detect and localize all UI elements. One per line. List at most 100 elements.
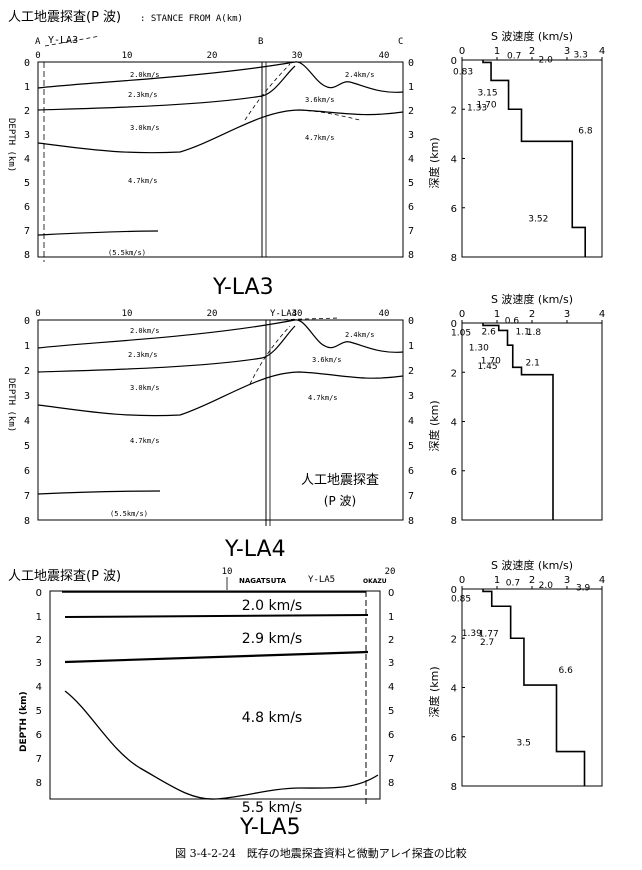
la4-dtick-l0: 0 xyxy=(24,316,30,327)
la3-section-frame xyxy=(37,61,404,258)
la4-dtick-r8: 8 xyxy=(408,516,414,527)
la4-dtick-r3: 3 xyxy=(408,391,414,402)
s-profile-xtick-label: 2 xyxy=(529,309,535,320)
la4-dtick-r1: 1 xyxy=(408,341,414,352)
la4-vel-7: (5.5km/s) xyxy=(110,510,148,518)
la4-line-name: Y-LA4 xyxy=(270,309,297,319)
la5-dtick-l0: 0 xyxy=(36,588,42,599)
s-profile-annotation: 0.83 xyxy=(453,67,473,77)
s-profile-annotation: 2.0 xyxy=(539,581,554,591)
s-profile-annotation: 3.52 xyxy=(528,214,548,224)
s-profile-ylabel: 深度 (km) xyxy=(427,400,441,451)
la4-dtick-l3: 3 xyxy=(24,391,30,402)
la5-boundary-2 xyxy=(64,650,369,664)
s-profile-annotation: 1.1 xyxy=(516,327,530,337)
s-profile-annotation: 1.77 xyxy=(479,629,499,639)
s-profile-step-line xyxy=(482,589,586,786)
la5-vel-3: 5.5 km/s xyxy=(242,800,302,816)
s-profile-ytick-label: 6 xyxy=(451,733,457,744)
s-profile-xtick-label: 0 xyxy=(459,575,465,586)
s-profile-frame xyxy=(461,588,603,787)
la4-dtick-r2: 2 xyxy=(408,366,414,377)
la3-line-trace xyxy=(44,35,101,47)
la4-velocity-labels: 2.0km/s 2.4km/s 2.3km/s 3.6km/s 3.0km/s … xyxy=(110,327,375,518)
la4-depth-ticks-left: 0 1 2 3 4 5 6 7 8 xyxy=(24,316,30,527)
s-profile-annotation: 1.39 xyxy=(462,629,482,639)
la5-dtick-l4: 4 xyxy=(36,682,42,693)
la4-vel-1: 2.4km/s xyxy=(345,331,375,339)
la3-vel-5: 4.7km/s xyxy=(305,134,335,142)
la5-xtick-10: 10 xyxy=(222,567,233,577)
la5-depth-ticks-left: 0 1 2 3 4 5 6 7 8 xyxy=(36,588,42,789)
s-profile-xtick-label: 3 xyxy=(564,309,570,320)
la3-point-b: B xyxy=(258,37,263,47)
la5-vel-0: 2.0 km/s xyxy=(242,598,302,614)
la5-velocity-labels: 2.0 km/s 2.9 km/s 4.8 km/s 5.5 km/s xyxy=(242,598,302,816)
la3-section-label: Y-LA3 xyxy=(212,275,274,300)
s-profile-ytick-label: 0 xyxy=(451,585,457,596)
figure-caption: 図 3-4-2-24 既存の地震探査資料と微動アレイ探査の比較 xyxy=(175,846,467,860)
la4-xtick-10: 10 xyxy=(122,309,133,319)
s-profile-annotation: 2.1 xyxy=(526,358,540,368)
s-profile-annotation: 1.30 xyxy=(469,343,489,353)
la3-xtick-0: 0 xyxy=(35,51,40,61)
la3-depth-ticks-left: 0 1 2 3 4 5 6 7 8 xyxy=(24,58,30,261)
la5-dtick-l7: 7 xyxy=(36,754,42,765)
la3-dtick-l7: 7 xyxy=(24,226,30,237)
s-profile-annotation: 3.15 xyxy=(478,88,498,98)
la4-xtick-0: 0 xyxy=(35,309,40,319)
la3-vel-1: 2.4km/s xyxy=(345,71,375,79)
la5-xtick-20: 20 xyxy=(385,567,396,577)
la3-boundary-4 xyxy=(37,230,159,236)
la3-dtick-l5: 5 xyxy=(24,178,30,189)
la3-dtick-r4: 4 xyxy=(408,154,414,165)
s-profile-xtick-label: 0 xyxy=(459,46,465,57)
la3-vel-3: 3.6km/s xyxy=(305,96,335,104)
la3-boundary-3 xyxy=(37,109,404,154)
la3-depth-ticks-right: 0 1 2 3 4 5 6 7 8 xyxy=(408,58,414,261)
la4-boundary-dashed-1 xyxy=(249,325,291,385)
s-profile-annotation: 1.70 xyxy=(481,356,501,366)
la4-boundary-4 xyxy=(37,490,161,495)
s-profile-title: S 波速度 (km/s) xyxy=(491,558,573,572)
la5-dtick-r6: 6 xyxy=(388,730,394,741)
la4-vel-6: 4.7km/s xyxy=(130,437,160,445)
la3-dtick-r1: 1 xyxy=(408,82,414,93)
la4-depth-axis-label: DEPTH (km) xyxy=(6,378,16,432)
s-profile-xtick-label: 3 xyxy=(564,46,570,57)
s-profile-ytick-label: 4 xyxy=(451,418,457,429)
s-profile-ylabel: 深度 (km) xyxy=(427,666,441,717)
s-profile-annotation: 1.45 xyxy=(478,362,498,372)
s-profile-ytick-label: 8 xyxy=(451,782,457,793)
la3-xtick-20: 20 xyxy=(207,51,218,61)
la4-inset-sub: (P 波) xyxy=(324,494,356,508)
la3-xtick-10: 10 xyxy=(122,51,133,61)
la4-dtick-l1: 1 xyxy=(24,341,30,352)
s-profile-annotation: 2.0 xyxy=(539,55,554,65)
s-profile-ytick-label: 2 xyxy=(451,105,457,116)
la4-section-label: Y-LA4 xyxy=(224,537,286,562)
s-profile-ytick-label: 6 xyxy=(451,467,457,478)
la3-boundary-1 xyxy=(37,61,296,89)
s-profile-xtick-label: 1 xyxy=(494,46,500,57)
la5-line-name: Y-LA5 xyxy=(308,575,335,585)
s-profile-step-line xyxy=(482,323,554,520)
la4-inset-label: 人工地震探査 xyxy=(301,473,379,488)
la3-xtick-40: 40 xyxy=(379,51,390,61)
s-profile-annotation: 2.6 xyxy=(482,328,497,338)
la4-dtick-r4: 4 xyxy=(408,416,414,427)
la3-dtick-r6: 6 xyxy=(408,202,414,213)
s-profile-ylabel: 深度 (km) xyxy=(427,137,441,188)
s-profile-title: S 波速度 (km/s) xyxy=(491,29,573,43)
la5-vel-1: 2.9 km/s xyxy=(242,631,302,647)
s-profile-annotation: 3.5 xyxy=(517,739,531,749)
s-profile-annotation: 2.7 xyxy=(480,638,494,648)
la5-dtick-r3: 3 xyxy=(388,658,394,669)
la3-vel-2: 2.3km/s xyxy=(128,91,158,99)
la3-xtick-30: 30 xyxy=(292,51,303,61)
s-profile-step-line xyxy=(482,60,586,257)
la3-dtick-r2: 2 xyxy=(408,106,414,117)
